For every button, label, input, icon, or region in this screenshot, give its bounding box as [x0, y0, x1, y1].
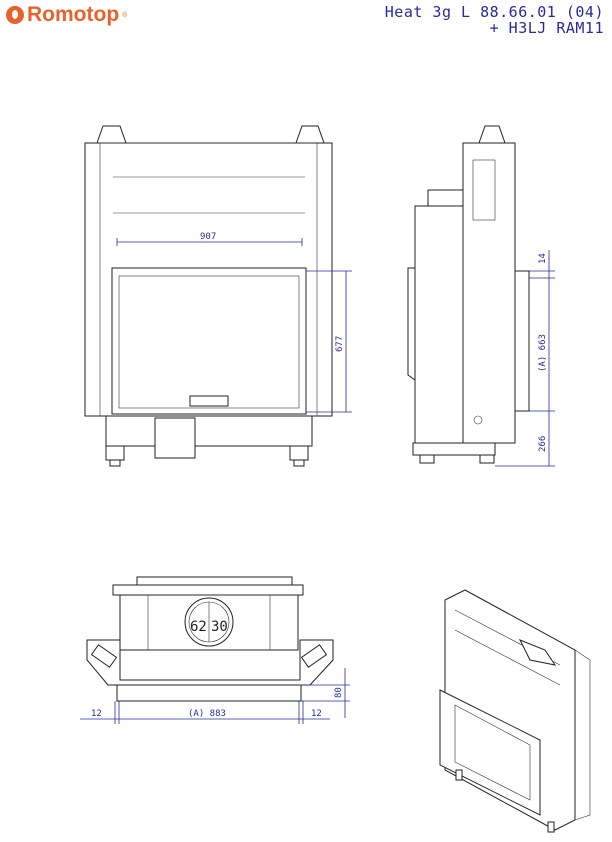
brand-name: Romotop [27, 3, 120, 26]
dim-side-top: 14 [538, 253, 548, 264]
title-line-1: Heat 3g L 88.66.01 (04) [384, 3, 604, 21]
dim-front-height: 677 [335, 336, 345, 352]
drawing-title: Heat 3g L 88.66.01 (04) + H3LJ RAM11 [385, 4, 604, 36]
registered-mark: ® [122, 11, 128, 19]
dim-side-base: 266 [538, 436, 548, 452]
dim-plan-left: 12 [91, 709, 102, 719]
dim-plan-right: 12 [311, 709, 322, 719]
side-view: 14 (A) 663 266 [407, 125, 555, 467]
romotop-logo: Romotop® [6, 3, 127, 27]
title-line-2: + H3LJ RAM11 [489, 19, 604, 37]
plan-view: 62 30 80 12 (A) 883 12 [80, 576, 350, 724]
flue-left-label: 62 [190, 619, 207, 635]
flame-icon [6, 6, 24, 24]
dim-plan-width: (A) 883 [188, 709, 226, 719]
dim-plan-depth: 80 [334, 687, 344, 698]
flue-right-label: 30 [211, 619, 228, 635]
front-view: 907 677 [84, 125, 352, 467]
isometric-view [439, 589, 591, 833]
dim-front-width: 907 [200, 232, 216, 242]
dim-side-opening: (A) 663 [538, 334, 548, 372]
